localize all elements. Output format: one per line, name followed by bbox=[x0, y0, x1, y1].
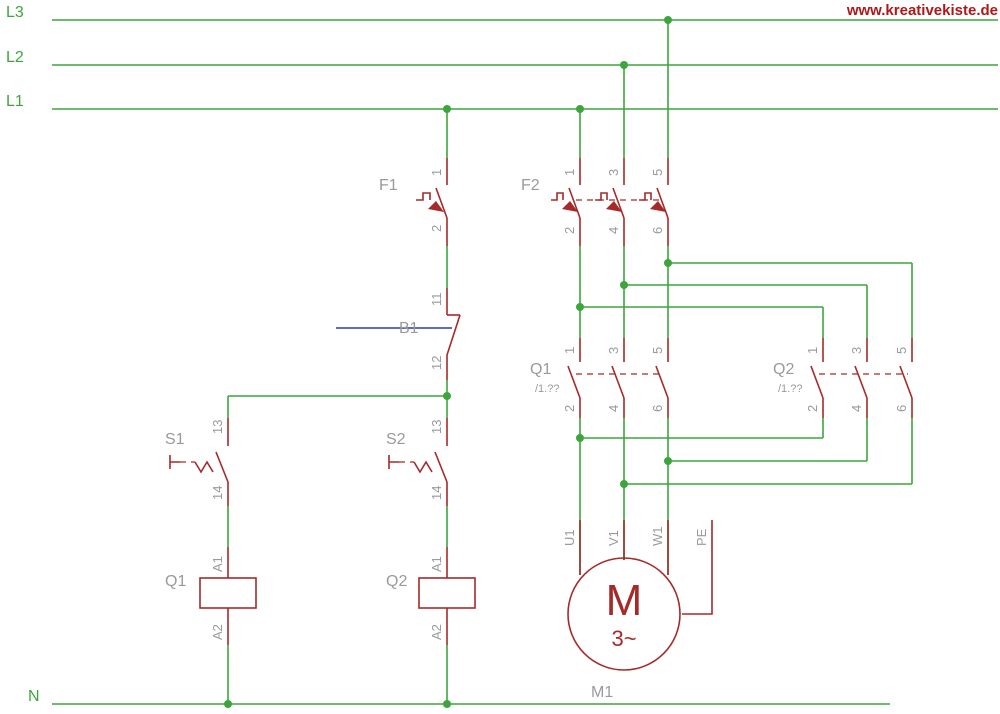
q2-contact-label: Q2 bbox=[773, 361, 794, 378]
motor-pin-u1: U1 bbox=[562, 529, 577, 546]
b1-nc-contact: B1 11 12 bbox=[336, 288, 461, 380]
bus-l2: L2 bbox=[6, 49, 998, 66]
q1-main-contacts: Q1 /1.?? 1 3 5 2 4 6 bbox=[530, 338, 669, 418]
f2-label: F2 bbox=[521, 177, 540, 194]
b1-pin-12: 12 bbox=[429, 356, 444, 370]
f1-pin-2: 2 bbox=[429, 225, 444, 232]
f2-pin-3: 3 bbox=[606, 169, 621, 176]
s2-label: S2 bbox=[386, 431, 406, 448]
q1-pin-4: 4 bbox=[606, 405, 621, 412]
q2-coil-pin-a2: A2 bbox=[429, 624, 444, 640]
bus-label-l3: L3 bbox=[6, 4, 24, 21]
q1-pin-1: 1 bbox=[562, 347, 577, 354]
s1-pin-14: 14 bbox=[210, 486, 225, 500]
s2-pin-14: 14 bbox=[429, 486, 444, 500]
q1-pin-5: 5 bbox=[650, 347, 665, 354]
q2-coil-pin-a1: A1 bbox=[429, 556, 444, 572]
q1-contact-label: Q1 bbox=[530, 361, 551, 378]
motor-terminal-labels: U1 V1 W1 PE bbox=[562, 527, 709, 547]
control-wiring bbox=[227, 109, 448, 704]
m1-label: M1 bbox=[591, 684, 613, 701]
motor-m1: M 3~ M1 bbox=[567, 520, 713, 701]
q2-main-contacts: Q2 /1.?? 1 3 5 2 4 6 bbox=[773, 338, 913, 418]
f1-pin-1: 1 bbox=[429, 169, 444, 176]
q1-pin-6: 6 bbox=[650, 405, 665, 412]
website-label: www.kreativekiste.de bbox=[846, 2, 998, 19]
q2-pin-5: 5 bbox=[894, 347, 909, 354]
q1-pin-2: 2 bbox=[562, 405, 577, 412]
f2-pin-5: 5 bbox=[650, 169, 665, 176]
bus-l3: L3 bbox=[6, 4, 998, 21]
f1-overload-contact: F1 1 2 bbox=[379, 158, 448, 246]
q1-coil: Q1 A1 A2 bbox=[165, 547, 257, 645]
f2-overload-contacts: F2 1 3 5 2 4 6 bbox=[521, 158, 669, 246]
b1-label: B1 bbox=[399, 320, 419, 337]
f2-pin-4: 4 bbox=[606, 227, 621, 234]
bus-label-l1: L1 bbox=[6, 93, 24, 110]
bus-label-n: N bbox=[28, 688, 40, 705]
f1-label: F1 bbox=[379, 177, 398, 194]
f2-pin-6: 6 bbox=[650, 227, 665, 234]
q1-coil-pin-a2: A2 bbox=[210, 624, 225, 640]
motor-pin-w1: W1 bbox=[650, 527, 665, 547]
motor-pin-v1: V1 bbox=[606, 530, 621, 546]
q2-pin-1: 1 bbox=[805, 347, 820, 354]
f2-pin-2: 2 bbox=[562, 227, 577, 234]
q2-pin-4: 4 bbox=[849, 405, 864, 412]
s2-pin-13: 13 bbox=[429, 420, 444, 434]
q1-pin-3: 3 bbox=[606, 347, 621, 354]
f2-pin-1: 1 bbox=[562, 169, 577, 176]
bus-l1: L1 bbox=[6, 93, 998, 110]
q2-pin-6: 6 bbox=[894, 405, 909, 412]
q2-coil: Q2 A1 A2 bbox=[386, 547, 476, 645]
q2-coil-label: Q2 bbox=[386, 573, 407, 590]
junction-dots bbox=[224, 16, 672, 708]
power-wiring bbox=[579, 20, 913, 575]
s1-pushbutton: S1 13 14 bbox=[165, 418, 229, 506]
s1-label: S1 bbox=[165, 431, 185, 448]
q2-pin-2: 2 bbox=[805, 405, 820, 412]
motor-symbol: M bbox=[606, 576, 643, 625]
b1-pin-11: 11 bbox=[429, 293, 444, 307]
q1-reference: /1.?? bbox=[535, 383, 559, 395]
bus-n: N bbox=[28, 688, 890, 705]
s2-pushbutton: S2 13 14 bbox=[386, 418, 448, 506]
bus-label-l2: L2 bbox=[6, 49, 24, 66]
motor-phase: 3~ bbox=[611, 626, 636, 651]
s1-pin-13: 13 bbox=[210, 420, 225, 434]
q1-coil-pin-a1: A1 bbox=[210, 556, 225, 572]
q1-coil-label: Q1 bbox=[165, 573, 186, 590]
q2-reference: /1.?? bbox=[778, 383, 802, 395]
q2-pin-3: 3 bbox=[849, 347, 864, 354]
motor-pin-pe: PE bbox=[694, 528, 709, 546]
